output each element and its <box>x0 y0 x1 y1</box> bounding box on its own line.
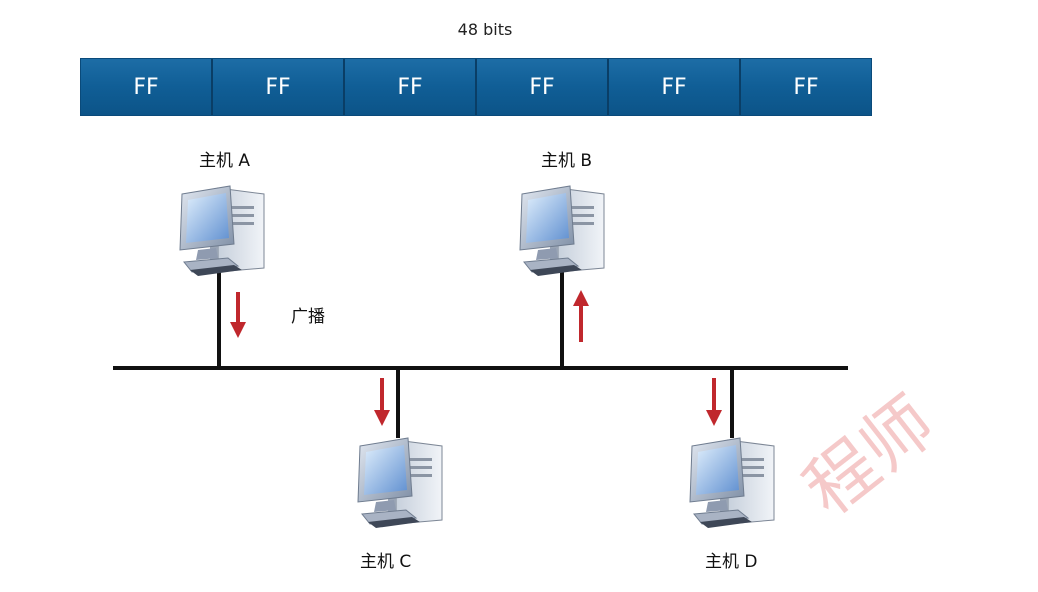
host-c-computer-icon <box>357 437 443 529</box>
octet-3: FF <box>345 59 477 115</box>
host-a-label: 主机 A <box>199 151 251 171</box>
host-d-computer-icon <box>689 437 775 529</box>
octet-6: FF <box>741 59 871 115</box>
octet-2: FF <box>213 59 345 115</box>
host-a-computer-icon <box>179 185 265 277</box>
octet-1: FF <box>81 59 213 115</box>
host-a-down-arrow-icon <box>230 292 246 338</box>
host-d-down-arrow-icon <box>706 378 722 426</box>
frame-width-label: 48 bits <box>457 20 513 39</box>
host-b-label: 主机 B <box>541 151 593 171</box>
broadcast-mac-address: FF FF FF FF FF FF <box>80 58 872 116</box>
host-c-label: 主机 C <box>360 552 412 572</box>
host-b-up-arrow-icon <box>573 290 589 342</box>
octet-4: FF <box>477 59 609 115</box>
octet-5: FF <box>609 59 741 115</box>
broadcast-label: 广播 <box>291 307 325 327</box>
host-b-computer-icon <box>519 185 605 277</box>
host-c-down-arrow-icon <box>374 378 390 426</box>
host-d-label: 主机 D <box>705 552 758 572</box>
